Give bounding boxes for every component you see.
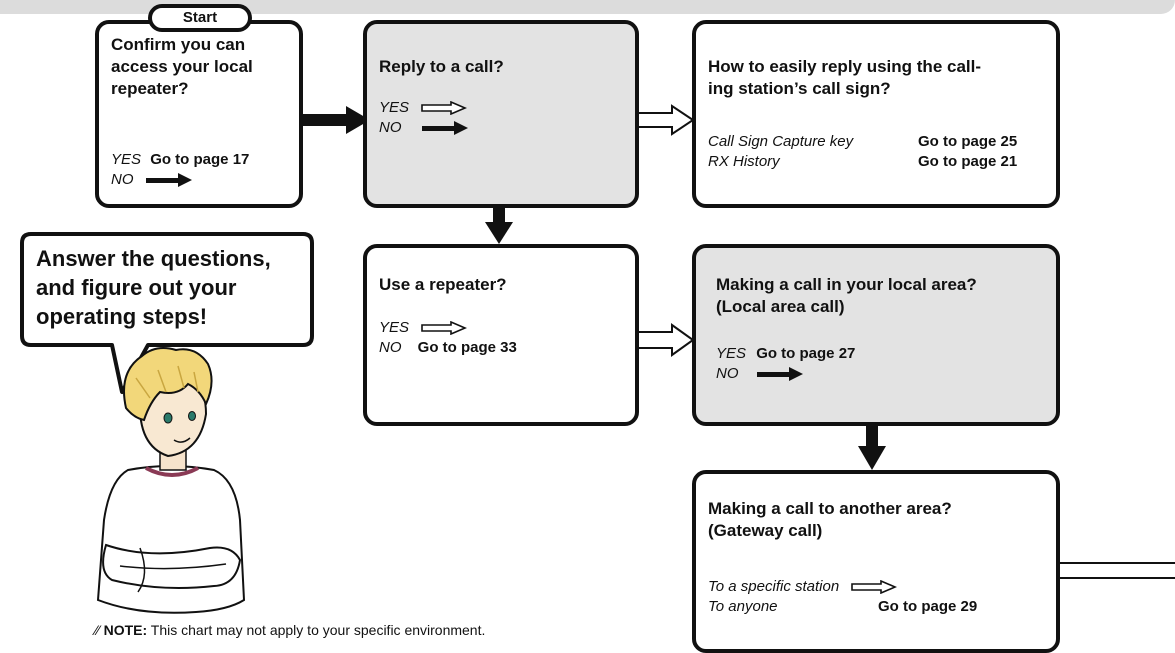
repeater-question: Use a repeater?	[379, 275, 507, 294]
hollow-arrow-icon	[421, 321, 468, 336]
local-question-line: (Local area call)	[716, 297, 845, 316]
note-text: ⁄⁄ NOTE: This chart may not apply to you…	[95, 622, 485, 638]
box-confirm-repeater: Confirm you can access your local repeat…	[95, 20, 303, 208]
option-label: To anyone	[708, 598, 778, 615]
confirm-no-row: NO	[111, 170, 194, 190]
how-question: How to easily reply using the call- ing …	[708, 56, 981, 100]
confirm-question-line: access your local	[111, 57, 253, 76]
solid-arrow-icon	[421, 121, 468, 136]
option-label: RX History	[708, 153, 780, 170]
goto-page-21[interactable]: Go to page 21	[918, 153, 1018, 170]
reply-no-row: NO	[379, 118, 470, 138]
goto-page-25[interactable]: Go to page 25	[918, 133, 1018, 150]
yes-label: YES	[379, 99, 410, 116]
yes-label: YES	[379, 319, 410, 336]
bubble-line: and figure out your	[36, 275, 237, 300]
note-icon: ⁄⁄	[95, 622, 100, 638]
no-label: NO	[716, 365, 739, 382]
hollow-arrow-icon	[421, 101, 468, 116]
how-question-line: ing station’s call sign?	[708, 79, 891, 98]
start-badge: Start	[148, 4, 252, 32]
goto-page-29[interactable]: Go to page 29	[878, 598, 978, 615]
goto-page-33[interactable]: Go to page 33	[417, 339, 517, 356]
gateway-option-row: To a specific station	[708, 577, 898, 597]
box-gateway-call: Making a call to another area? (Gateway …	[692, 470, 1060, 653]
confirm-question-line: Confirm you can	[111, 35, 246, 54]
gateway-option-row: To anyone Go to page 29	[708, 597, 1048, 617]
confirm-question: Confirm you can access your local repeat…	[111, 34, 253, 100]
hollow-arrow-icon	[851, 580, 898, 595]
bubble-line: operating steps!	[36, 304, 208, 329]
local-no-row: NO	[716, 364, 805, 384]
arrow-local-to-gateway	[858, 425, 886, 470]
gateway-question-line: (Gateway call)	[708, 521, 823, 540]
note-label: NOTE:	[103, 622, 148, 638]
yes-label: YES	[111, 151, 142, 168]
solid-arrow-icon	[756, 367, 803, 382]
repeater-yes-row: YES	[379, 318, 468, 338]
option-label: To a specific station	[708, 578, 840, 595]
arrow-repeater-to-local	[636, 323, 695, 357]
box-reply-to-call: Reply to a call? YES NO	[363, 20, 639, 208]
how-option-row: Call Sign Capture key Go to page 25	[708, 132, 1048, 152]
bubble-line: Answer the questions,	[36, 246, 271, 271]
goto-page-17[interactable]: Go to page 17	[150, 151, 250, 168]
no-label: NO	[379, 119, 402, 136]
how-option-row: RX History Go to page 21	[708, 152, 1048, 172]
how-question-line: How to easily reply using the call-	[708, 57, 982, 76]
goto-page-27[interactable]: Go to page 27	[756, 345, 856, 362]
local-question: Making a call in your local area? (Local…	[716, 274, 977, 318]
arrow-confirm-to-reply	[300, 106, 370, 134]
arrow-reply-to-how	[636, 104, 695, 136]
box-use-repeater: Use a repeater? YES NO Go to page 33	[363, 244, 639, 426]
box-how-to-reply: How to easily reply using the call- ing …	[692, 20, 1060, 208]
gateway-question: Making a call to another area? (Gateway …	[708, 498, 952, 542]
reply-question: Reply to a call?	[379, 57, 504, 76]
no-label: NO	[111, 171, 134, 188]
reply-yes-row: YES	[379, 98, 468, 118]
note-body: This chart may not apply to your specifi…	[147, 622, 486, 638]
no-label: NO	[379, 339, 402, 356]
box-local-area-call: Making a call in your local area? (Local…	[692, 244, 1060, 426]
confirm-question-line: repeater?	[111, 79, 189, 98]
yes-label: YES	[716, 345, 747, 362]
gateway-question-line: Making a call to another area?	[708, 499, 952, 518]
solid-arrow-icon	[145, 173, 192, 188]
arrow-reply-to-repeater	[485, 205, 513, 244]
repeater-no-row: NO Go to page 33	[379, 338, 517, 358]
local-question-line: Making a call in your local area?	[716, 275, 977, 294]
option-label: Call Sign Capture key	[708, 133, 854, 150]
local-yes-row: YES Go to page 27	[716, 344, 855, 364]
top-band	[0, 0, 1175, 14]
confirm-yes-row: YES Go to page 17	[111, 150, 249, 170]
bubble-text: Answer the questions, and figure out you…	[36, 244, 271, 331]
